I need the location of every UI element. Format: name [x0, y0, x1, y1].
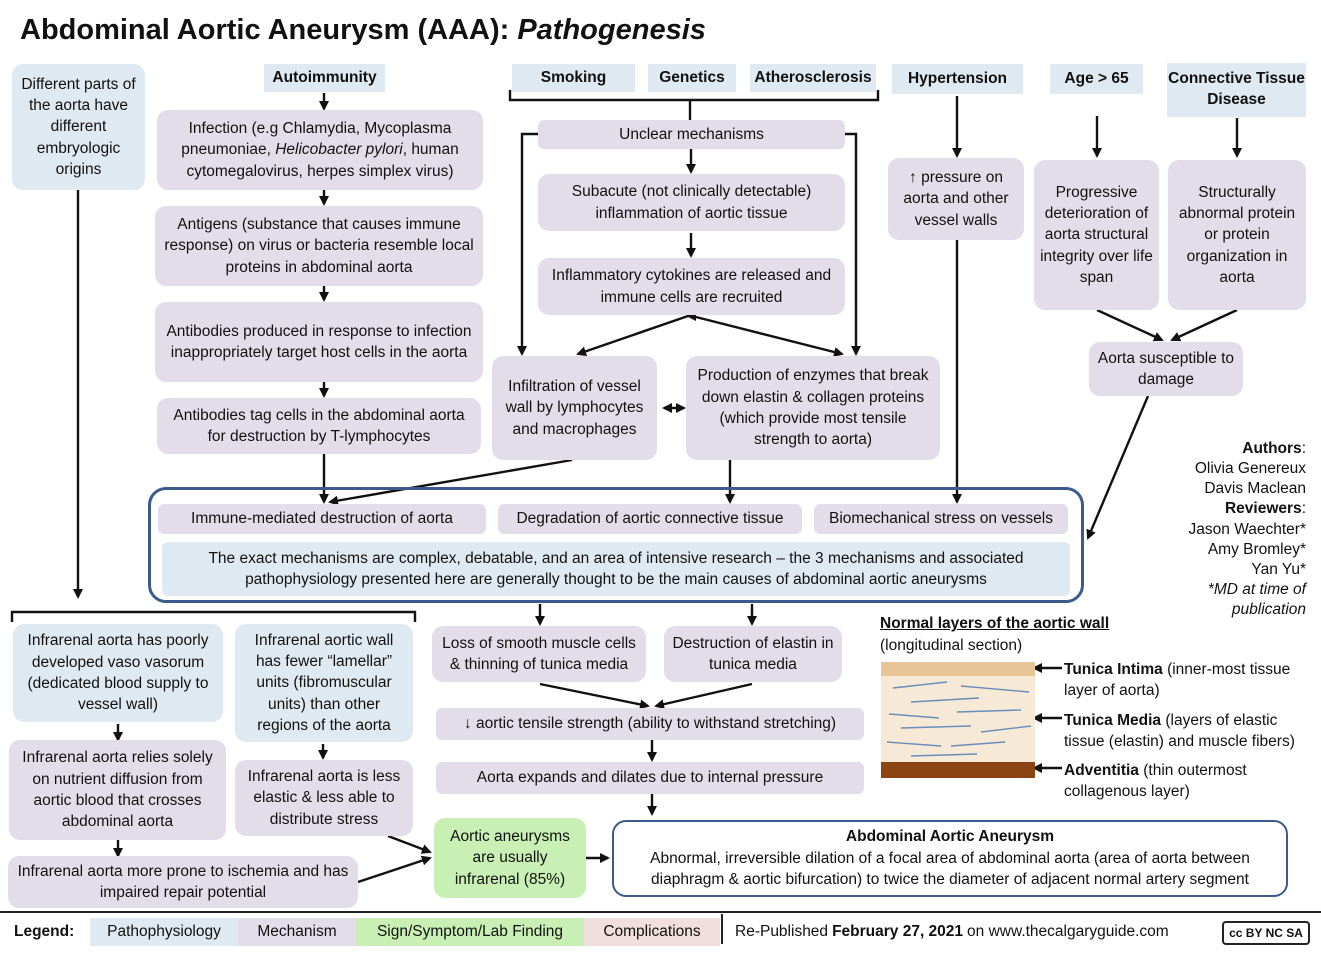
susceptible-box: Aorta susceptible to damage	[1089, 342, 1243, 396]
autoimmunity-header: Autoimmunity	[264, 64, 385, 92]
three-mechanisms-frame	[148, 487, 1084, 603]
tensile-strength-box: ↓ aortic tensile strength (ability to wi…	[436, 708, 864, 740]
page-title: Abdominal Aortic Aneurysm (AAA): Pathoge…	[20, 14, 706, 46]
authors-block: Authors: Olivia Genereux Davis Maclean R…	[1188, 440, 1306, 619]
abnormal-protein-box: Structurally abnormal protein or protein…	[1168, 160, 1306, 310]
exact-mechanisms-note: The exact mechanisms are complex, debata…	[162, 542, 1070, 596]
legend-sign-symptom: Sign/Symptom/Lab Finding	[356, 918, 584, 946]
creative-commons-badge: cc BY NC SA	[1222, 921, 1310, 945]
unclear-mechanisms-box: Unclear mechanisms	[538, 120, 845, 149]
footer-divider	[0, 911, 1321, 913]
publication-note: Re-Published February 27, 2021 on www.th…	[735, 923, 1169, 940]
progressive-deterioration-box: Progressive deterioration of aorta struc…	[1034, 160, 1159, 310]
legend-complications: Complications	[584, 918, 720, 946]
aaa-definition-box: Abdominal Aortic Aneurysm Abnormal, irre…	[612, 820, 1288, 897]
layers-subheading: (longitudinal section)	[880, 637, 1023, 654]
hypertension-header: Hypertension	[892, 64, 1023, 94]
aortic-wall-illustration	[881, 662, 1035, 778]
less-elastic-box: Infrarenal aorta is less elastic & less …	[235, 760, 413, 836]
age-header: Age > 65	[1050, 64, 1143, 94]
aorta-expands-box: Aorta expands and dilates due to interna…	[436, 762, 864, 794]
atherosclerosis-header: Atherosclerosis	[750, 64, 876, 92]
elastin-destruction-box: Destruction of elastin in tunica media	[664, 626, 842, 682]
subacute-inflammation-box: Subacute (not clinically detectable) inf…	[538, 174, 845, 231]
ctd-header: Connective Tissue Disease	[1167, 63, 1306, 117]
legend-separator	[721, 914, 723, 944]
vaso-vasorum-box: Infrarenal aorta has poorly developed va…	[13, 624, 223, 722]
infiltration-box: Infiltration of vessel wall by lymphocyt…	[492, 356, 657, 460]
infrarenal-aneurysm-box: Aortic aneurysms are usually infrarenal …	[434, 818, 586, 898]
biomechanical-stress-box: Biomechanical stress on vessels	[814, 504, 1068, 534]
pressure-box: ↑ pressure on aorta and other vessel wal…	[888, 158, 1024, 240]
nutrient-diffusion-box: Infrarenal aorta relies solely on nutrie…	[9, 740, 226, 840]
aaa-title: Abdominal Aortic Aneurysm	[845, 828, 1055, 846]
aaa-description: Abnormal, irreversible dilation of a foc…	[650, 849, 1250, 889]
cytokines-box: Inflammatory cytokines are released and …	[538, 258, 845, 315]
infection-box: Infection (e.g Chlamydia, Mycoplasma pne…	[157, 110, 483, 190]
ischemia-box: Infrarenal aorta more prone to ischemia …	[8, 856, 358, 908]
legend-label: Legend:	[14, 923, 75, 940]
legend-mechanism: Mechanism	[238, 918, 356, 946]
tunica-intima-label: Tunica Intima (inner-most tissue layer o…	[1064, 661, 1291, 700]
enzymes-box: Production of enzymes that break down el…	[686, 356, 940, 460]
smoking-header: Smoking	[512, 64, 635, 92]
layers-heading: Normal layers of the aortic wall	[880, 615, 1110, 632]
origins-box: Different parts of the aorta have differ…	[12, 64, 145, 190]
tunica-media-label: Tunica Media (layers of elastic tissue (…	[1064, 712, 1295, 751]
antibodies-box: Antibodies produced in response to infec…	[155, 302, 483, 382]
degradation-box: Degradation of aortic connective tissue	[498, 504, 802, 534]
immune-destruction-box: Immune-mediated destruction of aorta	[158, 504, 486, 534]
antigens-box: Antigens (substance that causes immune r…	[155, 206, 483, 286]
smooth-muscle-loss-box: Loss of smooth muscle cells & thinning o…	[432, 626, 646, 682]
genetics-header: Genetics	[648, 64, 736, 92]
legend-pathophysiology: Pathophysiology	[90, 918, 238, 946]
t-lymphocyte-box: Antibodies tag cells in the abdominal ao…	[157, 398, 481, 454]
adventitia-label: Adventitia (thin outermost collagenous l…	[1064, 762, 1247, 801]
lamellar-units-box: Infrarenal aortic wall has fewer “lamell…	[235, 624, 413, 742]
